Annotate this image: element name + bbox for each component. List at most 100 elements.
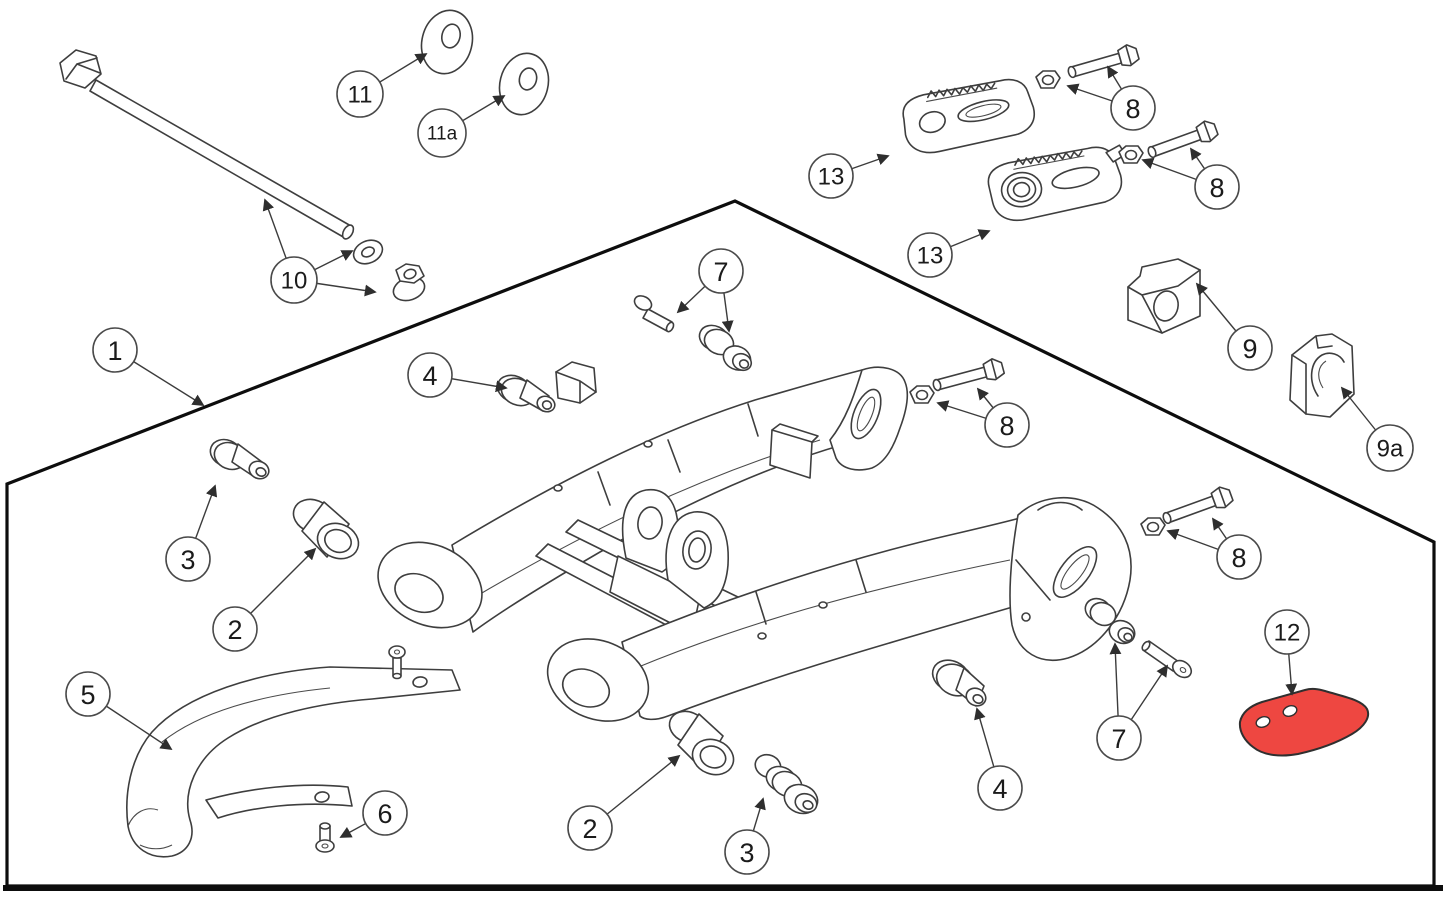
- adjuster-bolt-3: [932, 358, 1006, 392]
- adjuster-nut-2: [1118, 145, 1144, 164]
- callout-8-4[interactable]: 8: [1166, 517, 1262, 580]
- callout-10-1[interactable]: 10: [262, 198, 377, 304]
- callout-4-2[interactable]: 4: [974, 707, 1023, 811]
- callout-balloon-13-1[interactable]: [808, 153, 854, 199]
- callout-13-1[interactable]: 13: [808, 153, 890, 199]
- callout-label-9-1: 9: [1242, 334, 1257, 364]
- callout-balloon-8-3[interactable]: [984, 402, 1030, 448]
- callout-label-12-1: 12: [1274, 620, 1301, 647]
- callout-balloon-4-2[interactable]: [977, 765, 1023, 811]
- callout-11a-1[interactable]: 11a: [417, 95, 506, 158]
- spacer-block: [1127, 258, 1201, 334]
- callout-label-11a-1: 11a: [427, 124, 458, 145]
- callout-balloon-12-1[interactable]: [1264, 609, 1310, 655]
- callout-balloon-11a-1[interactable]: [417, 108, 467, 158]
- callout-11-1[interactable]: 11: [336, 53, 428, 118]
- callout-8-2[interactable]: 8: [1141, 147, 1240, 210]
- callout-balloon-5-1[interactable]: [65, 671, 111, 717]
- axle-bolt: [59, 49, 355, 240]
- callout-label-5-1: 5: [80, 680, 95, 710]
- callout-label-11-1: 11: [348, 82, 373, 109]
- adjuster-nut-1: [1035, 70, 1061, 89]
- slider-screw-top: [388, 645, 406, 680]
- callout-13-2[interactable]: 13: [907, 229, 991, 278]
- callout-balloon-6-1[interactable]: [362, 790, 408, 836]
- adjuster-bolt-2: [1147, 120, 1219, 159]
- callout-label-3-2: 3: [739, 838, 754, 868]
- callout-6-1[interactable]: 6: [339, 790, 408, 838]
- callout-7-1[interactable]: 7: [676, 248, 744, 333]
- callout-balloon-3-2[interactable]: [724, 829, 770, 875]
- callout-3-1[interactable]: 3: [165, 484, 218, 582]
- callout-label-2-1: 2: [227, 615, 242, 645]
- pivot-screw-top: [633, 295, 675, 333]
- adjuster-bolt-4: [1162, 486, 1234, 525]
- callout-label-7-2: 7: [1111, 724, 1126, 754]
- bushing-left: [209, 438, 270, 480]
- swingarm-assembly: [377, 361, 1132, 722]
- callout-label-2-2: 2: [582, 814, 597, 844]
- callout-balloon-7-1[interactable]: [698, 248, 744, 294]
- callout-balloon-4-1[interactable]: [407, 352, 453, 398]
- callout-balloon-2-2[interactable]: [567, 805, 613, 851]
- sleeve-bottom: [668, 710, 735, 776]
- slider-screw-6: [315, 822, 335, 853]
- callout-balloon-9a-1[interactable]: [1366, 424, 1414, 472]
- callout-label-8-3: 8: [999, 411, 1014, 441]
- adjuster-nut-4: [1140, 517, 1166, 536]
- callout-balloon-8-4[interactable]: [1216, 534, 1262, 580]
- callout-balloon-8-2[interactable]: [1194, 164, 1240, 210]
- callout-label-4-1: 4: [422, 361, 437, 391]
- callout-balloon-11-1[interactable]: [336, 70, 384, 118]
- axle-washer: [352, 239, 384, 265]
- sleeve-left: [292, 498, 360, 560]
- callout-balloon-9-1[interactable]: [1227, 325, 1273, 371]
- callout-1-1[interactable]: 1: [92, 327, 205, 406]
- callout-8-3[interactable]: 8: [936, 387, 1030, 448]
- callout-2-2[interactable]: 2: [567, 754, 681, 851]
- adjuster-nut-3: [909, 385, 935, 404]
- callout-balloon-2-1[interactable]: [212, 606, 258, 652]
- pivot-spool-bottom: [931, 659, 987, 707]
- callout-12-1[interactable]: 12: [1264, 609, 1310, 696]
- callout-8-1[interactable]: 8: [1066, 65, 1156, 131]
- callout-label-13-1: 13: [818, 164, 845, 191]
- slider-block: [1289, 333, 1355, 418]
- callout-4-1[interactable]: 4: [407, 352, 508, 398]
- callout-9-1[interactable]: 9: [1195, 282, 1273, 371]
- callout-label-7-1: 7: [713, 257, 728, 287]
- callout-9a-1[interactable]: 9a: [1340, 386, 1414, 472]
- washer-11: [420, 9, 474, 75]
- callout-label-1-1: 1: [107, 336, 122, 366]
- callout-balloon-7-2[interactable]: [1096, 715, 1142, 761]
- callout-5-1[interactable]: 5: [65, 671, 173, 750]
- pivot-bushing-top: [496, 374, 556, 413]
- callout-balloon-1-1[interactable]: [92, 327, 138, 373]
- callout-3-2[interactable]: 3: [724, 797, 770, 875]
- bushing-bottom: [754, 753, 819, 815]
- chain-roller-top: [698, 324, 753, 372]
- chain-adjuster-b: [987, 144, 1127, 222]
- pivot-screw-bottom: [1141, 640, 1193, 679]
- callout-balloon-13-2[interactable]: [907, 232, 953, 278]
- adjuster-bolt-1: [1067, 44, 1140, 79]
- callout-label-9a-1: 9a: [1377, 436, 1404, 463]
- callout-7-2[interactable]: 7: [1096, 642, 1168, 761]
- callout-balloon-10-1[interactable]: [270, 256, 318, 304]
- chain-slider: [126, 666, 461, 858]
- callout-2-1[interactable]: 2: [212, 547, 317, 652]
- chain-guard-highlighted: [1238, 687, 1370, 757]
- callout-label-8-4: 8: [1231, 543, 1246, 573]
- callout-label-8-1: 8: [1125, 94, 1140, 124]
- callout-label-4-2: 4: [992, 774, 1007, 804]
- callout-balloon-8-1[interactable]: [1110, 85, 1156, 131]
- callout-balloon-3-1[interactable]: [165, 536, 211, 582]
- callout-label-10-1: 10: [281, 268, 308, 295]
- callout-label-13-2: 13: [917, 243, 944, 270]
- diagram-frame: [3, 199, 1443, 891]
- callout-label-6-1: 6: [377, 799, 392, 829]
- axle-flange-nut: [392, 263, 426, 302]
